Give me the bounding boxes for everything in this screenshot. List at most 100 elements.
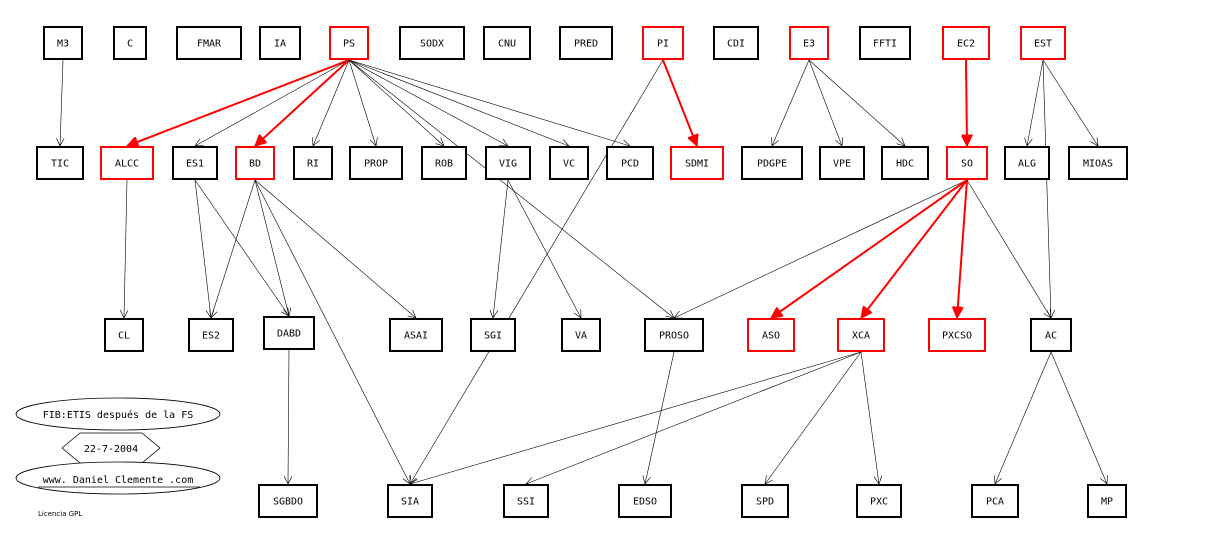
node-fmar: FMAR	[176, 26, 242, 60]
node-box	[258, 484, 318, 518]
node-prop: PROP	[349, 146, 403, 180]
node-label: VA	[575, 331, 587, 342]
node-label: PROSO	[659, 331, 689, 342]
node-xca: XCA	[837, 318, 885, 352]
edge-ps-to-vc	[348, 59, 569, 146]
node-bd: BD	[235, 146, 275, 180]
edge-bd-to-es2	[211, 179, 256, 318]
node-box	[188, 318, 234, 352]
node-ri: RI	[293, 146, 333, 180]
node-pxc: PXC	[856, 484, 902, 518]
edge-es1-to-es2	[194, 179, 211, 318]
edge-ps-to-pcd	[348, 59, 630, 146]
legend-license: Licencia GPL	[38, 510, 82, 518]
node-label: EDSO	[633, 497, 657, 508]
legend-date: 22-7-2004	[84, 444, 138, 455]
edge-vig-to-va	[507, 179, 581, 318]
edge-so-to-pxcso	[957, 179, 968, 318]
edge-es1-to-dabd	[194, 179, 289, 316]
edge-xca-to-ssi	[526, 351, 862, 484]
node-est: EST	[1020, 26, 1066, 60]
node-box	[1087, 484, 1127, 518]
edge-ps-to-vig	[348, 59, 508, 146]
node-label: ROB	[435, 159, 453, 170]
node-box	[644, 318, 704, 352]
node-hdc: HDC	[881, 146, 929, 180]
node-box	[741, 484, 789, 518]
legend: FIB:ETIS después de la FS 22-7-2004 www.…	[15, 397, 221, 518]
node-box	[1030, 318, 1072, 352]
node-vpe: VPE	[819, 146, 865, 180]
node-label: PDGPE	[757, 159, 787, 170]
edge-pi-to-sdmi	[662, 59, 697, 146]
edge-ps-to-alcc	[127, 59, 350, 146]
node-ps: PS	[329, 26, 369, 60]
node-box	[618, 484, 672, 518]
node-box	[172, 146, 218, 180]
edge-e3-to-vpe	[808, 59, 842, 146]
legend-author-ellipse	[15, 461, 221, 495]
node-label: ALG	[1018, 159, 1036, 170]
node-so: SO	[946, 146, 988, 180]
node-label: MP	[1101, 497, 1113, 508]
node-box	[176, 26, 242, 60]
node-box	[235, 146, 275, 180]
node-alcc: ALCC	[100, 146, 154, 180]
node-box	[859, 26, 911, 60]
node-label: TIC	[51, 159, 69, 170]
legend-title: FIB:ETIS después de la FS	[43, 409, 194, 421]
edge-bd-to-dabd	[254, 179, 289, 316]
node-mioas: MIOAS	[1068, 146, 1128, 180]
node-label: SPD	[756, 497, 774, 508]
node-box	[946, 146, 988, 180]
node-e3: E3	[789, 26, 829, 60]
edge-so-to-xca	[860, 179, 968, 318]
node-box	[259, 26, 301, 60]
node-label: DABD	[277, 329, 301, 340]
node-es1: ES1	[172, 146, 218, 180]
node-ia: IA	[259, 26, 301, 60]
edge-ps-to-ri	[313, 59, 350, 146]
node-sgbdo: SGBDO	[258, 484, 318, 518]
node-label: SIA	[401, 497, 419, 508]
node-box	[928, 318, 986, 352]
node-box	[470, 318, 516, 352]
node-box	[561, 318, 601, 352]
edge-dabd-to-sgbdo	[288, 349, 289, 484]
node-pred: PRED	[559, 26, 613, 60]
edge-ps-to-proso	[348, 59, 674, 318]
node-box	[819, 146, 865, 180]
node-label: VC	[563, 159, 575, 170]
node-label: PCA	[986, 497, 1004, 508]
edge-m3-to-tic	[60, 59, 63, 146]
edge-xca-to-spd	[765, 351, 862, 484]
node-va: VA	[561, 318, 601, 352]
node-label: SO	[961, 159, 973, 170]
node-box	[113, 26, 147, 60]
node-label: M3	[57, 39, 69, 50]
node-box	[549, 146, 589, 180]
node-box	[1004, 146, 1050, 180]
node-cdi: CDI	[713, 26, 759, 60]
node-ac: AC	[1030, 318, 1072, 352]
node-pi: PI	[642, 26, 684, 60]
node-label: SGBDO	[273, 497, 303, 508]
node-label: FFTI	[873, 39, 897, 50]
node-mp: MP	[1087, 484, 1127, 518]
node-box	[1068, 146, 1128, 180]
edge-ac-to-pca	[995, 351, 1052, 484]
node-box	[971, 484, 1019, 518]
node-tic: TIC	[36, 146, 84, 180]
node-label: PS	[343, 39, 355, 50]
edge-xca-to-sia	[410, 351, 862, 484]
edge-bd-to-sia	[254, 179, 410, 484]
node-dabd: DABD	[263, 316, 315, 350]
node-box	[100, 146, 154, 180]
legend-title-ellipse	[15, 397, 221, 431]
node-box	[856, 484, 902, 518]
edge-e3-to-pdgpe	[772, 59, 810, 146]
node-pdgpe: PDGPE	[741, 146, 803, 180]
